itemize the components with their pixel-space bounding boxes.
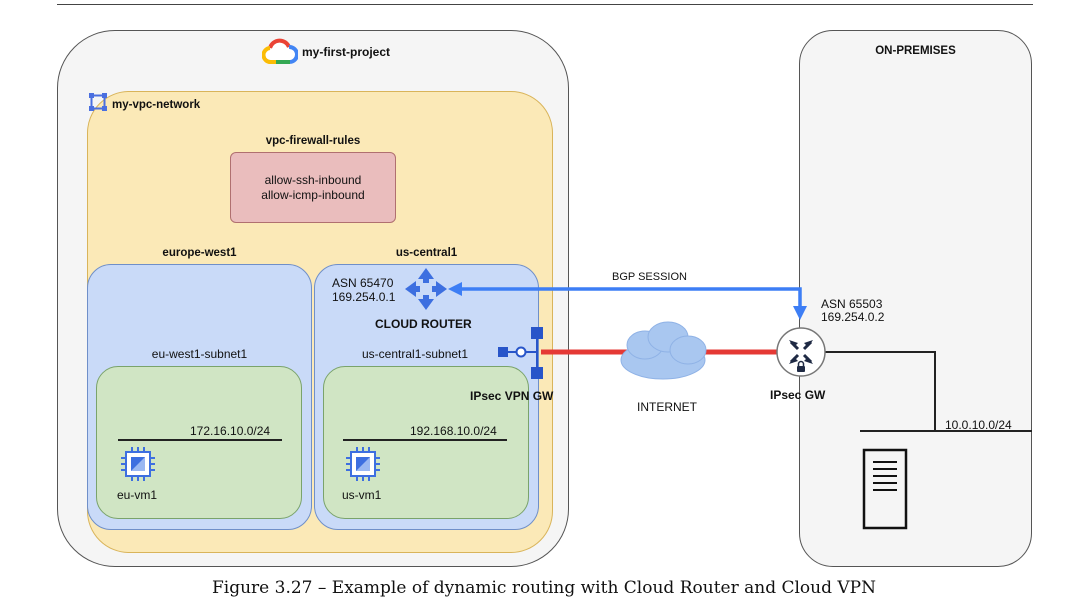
onprem-uplink (825, 351, 936, 431)
firewall-rules-box (230, 152, 396, 223)
vpn-gw-label: IPsec VPN GW (470, 389, 554, 403)
subnet-us-line (343, 439, 507, 441)
top-rule (57, 4, 1033, 5)
ipsec-gw-icon (776, 327, 826, 377)
internet-label: INTERNET (637, 400, 697, 414)
ipsec-gw-label: IPsec GW (770, 388, 826, 402)
subnet-us-label: us-central1-subnet1 (362, 347, 469, 361)
vpn-gw-icon (498, 327, 543, 379)
subnet-europe-line (118, 439, 282, 441)
firewall-rule-icmp: allow-icmp-inbound (261, 188, 365, 202)
cloud-router-label: CLOUD ROUTER (375, 317, 472, 331)
bgp-arrowhead-down (793, 306, 807, 320)
region-europe-title: europe-west1 (162, 247, 237, 259)
internet-cloud (620, 321, 707, 380)
vm-us-label: us-vm1 (342, 488, 382, 502)
subnet-europe-label: eu-west1-subnet1 (151, 347, 248, 361)
subnet-us-cidr: 192.168.10.0/24 (410, 424, 497, 438)
onprem-asn-label: ASN 65503 (821, 297, 883, 311)
bgp-session-line (455, 287, 802, 306)
vpc-network-icon (89, 93, 107, 111)
figure-caption: Figure 3.27 – Example of dynamic routing… (211, 578, 876, 598)
region-us-title: us-central1 (395, 247, 458, 259)
router-ip-label: 169.254.0.1 (332, 290, 396, 304)
google-cloud-icon (262, 38, 298, 64)
onprem-cidr-label: 10.0.10.0/24 (945, 418, 1012, 432)
cpu-icon-us-vm1 (346, 447, 380, 481)
onprem-container (799, 30, 1032, 567)
server-icon (862, 448, 908, 530)
bgp-session-label: BGP SESSION (612, 271, 687, 283)
subnet-us-container (323, 366, 529, 519)
subnet-europe-container (96, 366, 302, 519)
cloud-router-icon (405, 268, 447, 310)
bgp-arrowhead-left (448, 282, 462, 296)
vpc-network-title: my-vpc-network (112, 99, 201, 111)
subnet-europe-cidr: 172.16.10.0/24 (190, 424, 271, 438)
vm-eu-label: eu-vm1 (117, 488, 158, 502)
project-title: my-first-project (302, 45, 391, 59)
cpu-icon-eu-vm1 (121, 447, 155, 481)
onprem-title: ON-PREMISES (875, 45, 956, 57)
router-asn-label: ASN 65470 (332, 276, 394, 290)
onprem-ip-label: 169.254.0.2 (821, 310, 885, 324)
firewall-rule-ssh: allow-ssh-inbound (264, 173, 362, 187)
firewall-title: vpc-firewall-rules (265, 135, 361, 147)
